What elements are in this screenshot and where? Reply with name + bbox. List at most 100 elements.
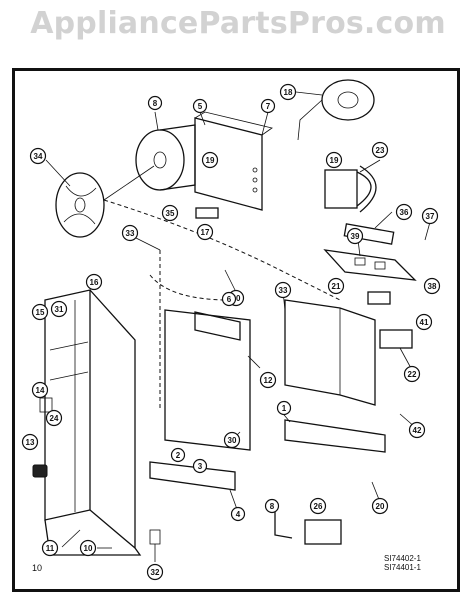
callout-number: 16 — [90, 278, 99, 287]
callout-18: 18 — [279, 83, 297, 101]
callout-number: 36 — [400, 208, 409, 217]
callout-8: 8 — [264, 498, 280, 514]
model-codes: SI74402-1 SI74401-1 — [384, 554, 421, 572]
callout-number: 14 — [36, 386, 45, 395]
callout-number: 30 — [228, 436, 237, 445]
callout-12: 12 — [259, 371, 277, 389]
callout-4: 4 — [230, 506, 246, 522]
timer-assembly — [297, 79, 375, 141]
callout-20: 20 — [371, 497, 389, 515]
callout-22: 22 — [403, 365, 421, 383]
callout-23: 23 — [371, 141, 389, 159]
fan-blade — [55, 172, 105, 238]
callout-number: 26 — [314, 502, 323, 511]
connector-block — [304, 519, 342, 545]
callout-19: 19 — [201, 151, 219, 169]
callout-36: 36 — [395, 203, 413, 221]
callout-11: 11 — [41, 539, 59, 557]
watermark-text: AppliancePartsPros.com — [30, 6, 446, 41]
callout-37: 37 — [421, 207, 439, 225]
knob — [32, 464, 48, 478]
callout-15: 15 — [31, 303, 49, 321]
callout-number: 33 — [279, 286, 288, 295]
callout-number: 20 — [376, 502, 385, 511]
callout-21: 21 — [327, 277, 345, 295]
callout-number: 11 — [46, 544, 55, 553]
callout-34: 34 — [29, 147, 47, 165]
callout-24: 24 — [45, 409, 63, 427]
callout-number: 34 — [34, 152, 43, 161]
callout-17: 17 — [196, 223, 214, 241]
callout-number: 5 — [198, 102, 203, 111]
callout-number: 32 — [151, 568, 160, 577]
callout-2: 2 — [170, 447, 186, 463]
callout-number: 35 — [166, 209, 175, 218]
callout-26: 26 — [309, 497, 327, 515]
callout-number: 22 — [408, 370, 417, 379]
callout-6: 6 — [221, 291, 237, 307]
model-code: SI74401-1 — [384, 563, 421, 572]
heater-rod — [343, 223, 395, 245]
callout-33: 33 — [121, 224, 139, 242]
callout-32: 32 — [146, 563, 164, 581]
callout-38: 38 — [423, 277, 441, 295]
control-board — [323, 249, 417, 281]
callout-number: 6 — [227, 295, 232, 304]
callout-number: 18 — [284, 88, 293, 97]
motor-bracket — [194, 111, 273, 211]
callout-number: 10 — [84, 544, 93, 553]
callout-5: 5 — [192, 98, 208, 114]
callout-number: 38 — [428, 282, 437, 291]
callout-number: 2 — [176, 451, 181, 460]
terminal-block — [379, 329, 413, 349]
callout-number: 8 — [153, 99, 158, 108]
callout-31: 31 — [50, 300, 68, 318]
power-supply-box — [284, 291, 391, 406]
switch — [39, 397, 53, 413]
callout-number: 39 — [351, 232, 360, 241]
callout-number: 13 — [26, 438, 35, 447]
callout-1: 1 — [276, 400, 292, 416]
callout-39: 39 — [346, 227, 364, 245]
lower-rails — [149, 419, 386, 491]
callout-number: 17 — [201, 228, 210, 237]
cabinet-frame — [44, 289, 142, 556]
callout-number: 1 — [282, 404, 287, 413]
callout-41: 41 — [415, 313, 433, 331]
callout-16: 16 — [85, 273, 103, 291]
callout-number: 31 — [55, 305, 64, 314]
callout-number: 37 — [426, 212, 435, 221]
callout-35: 35 — [161, 204, 179, 222]
callout-number: 12 — [264, 376, 273, 385]
callout-number: 23 — [376, 146, 385, 155]
callout-30: 30 — [223, 431, 241, 449]
callout-number: 19 — [330, 156, 339, 165]
callout-number: 21 — [332, 282, 341, 291]
model-code: SI74402-1 — [384, 554, 421, 563]
callout-33: 33 — [274, 281, 292, 299]
callout-19: 19 — [325, 151, 343, 169]
callout-8: 8 — [147, 95, 163, 111]
callout-10: 10 — [79, 539, 97, 557]
capacitor — [195, 207, 219, 219]
center-panel — [164, 309, 251, 451]
callout-14: 14 — [31, 381, 49, 399]
page-number: 10 — [32, 563, 43, 573]
callout-13: 13 — [21, 433, 39, 451]
callout-42: 42 — [408, 421, 426, 439]
callout-number: 33 — [126, 229, 135, 238]
callout-3: 3 — [192, 458, 208, 474]
callout-number: 24 — [50, 414, 59, 423]
transformer — [324, 165, 377, 213]
callout-number: 40 — [232, 294, 241, 303]
callout-number: 19 — [206, 156, 215, 165]
callout-number: 3 — [198, 462, 203, 471]
callout-number: 42 — [413, 426, 422, 435]
callout-number: 7 — [266, 102, 271, 111]
callout-number: 4 — [236, 510, 241, 519]
callout-number: 15 — [36, 308, 45, 317]
callout-number: 8 — [270, 502, 275, 511]
